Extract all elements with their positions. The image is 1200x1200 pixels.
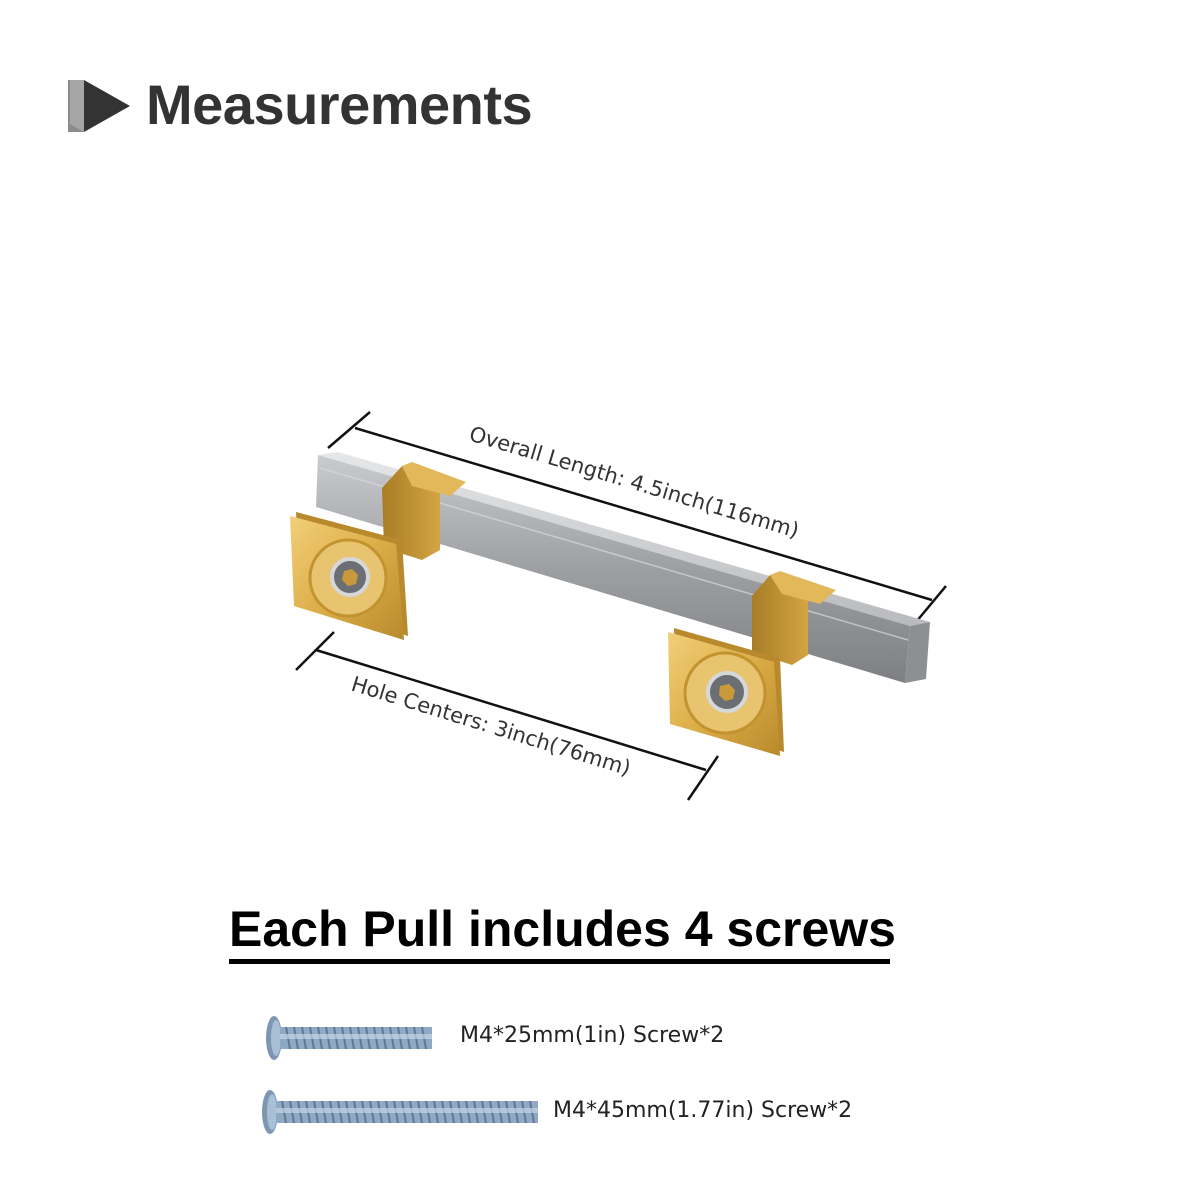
left-post (290, 462, 466, 640)
hole-centers-dimension (295, 631, 720, 801)
screws-heading: Each Pull includes 4 screws (229, 901, 896, 957)
long-screw-icon (262, 1090, 538, 1134)
long-screw-label: M4*45mm(1.77in) Screw*2 (553, 1098, 853, 1123)
hole-centers-label: Hole Centers: 3inch(76mm) (349, 672, 634, 780)
short-screw-icon (266, 1016, 432, 1060)
overall-length-dimension (327, 411, 947, 623)
heading-underline (229, 959, 890, 964)
page-title: Measurements (146, 73, 533, 136)
short-screw-label: M4*25mm(1in) Screw*2 (460, 1023, 725, 1048)
play-arrow-icon (68, 80, 130, 132)
right-post (668, 571, 836, 756)
product-illustration: Overall Length: 4.5inch(116mm) (290, 411, 947, 801)
